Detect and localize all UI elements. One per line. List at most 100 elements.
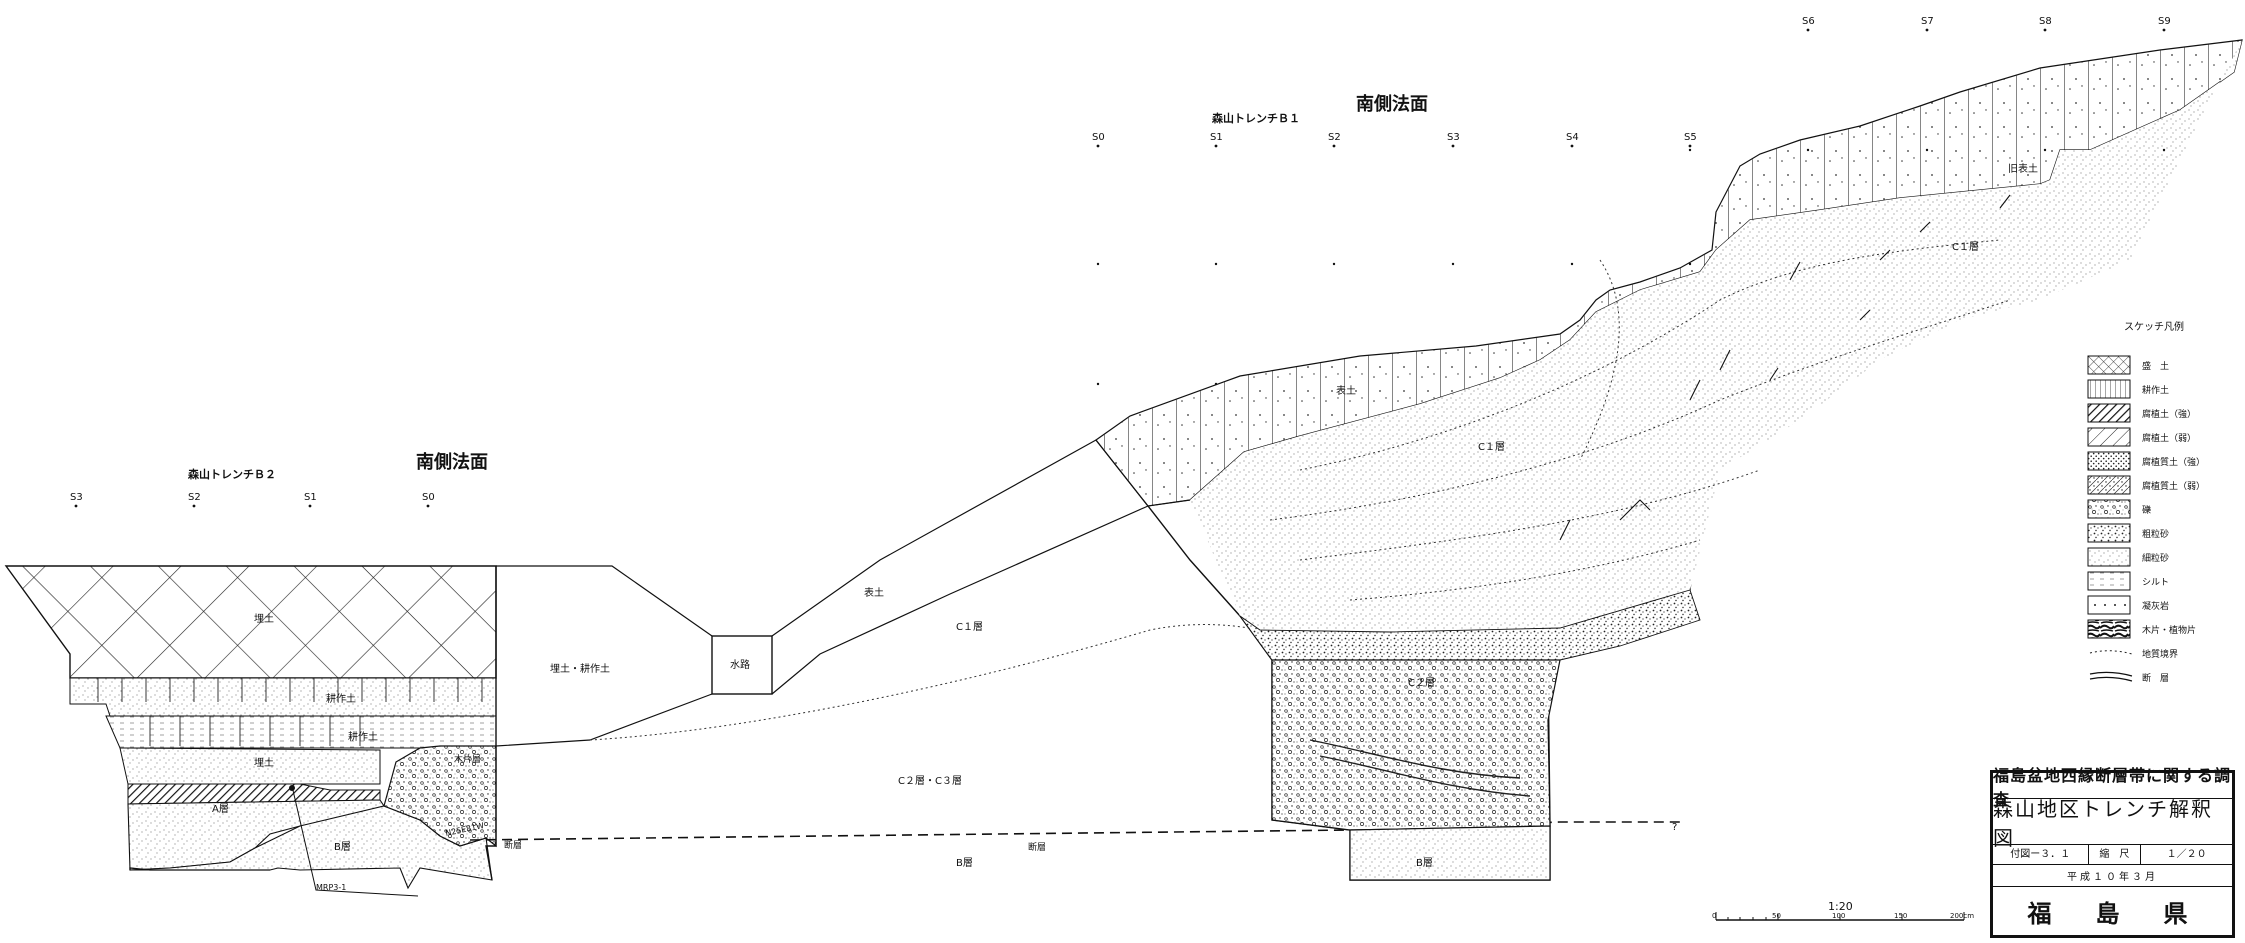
station-dot (426, 504, 430, 508)
legend-swatch (2087, 571, 2131, 591)
legend-label: 腐植土（弱） (2142, 432, 2196, 444)
legend-item: 腐植土（弱） (2087, 427, 2196, 447)
station-dot (1332, 144, 1336, 148)
legend-item: 凝灰岩 (2087, 595, 2169, 615)
scale-bar: 1:20 0 50 100 150 200cm (1712, 900, 1974, 921)
station-dot (1214, 144, 1218, 148)
legend-swatch (2087, 403, 2131, 423)
station-label: S2 (1328, 132, 1341, 143)
station-label: S4 (1566, 132, 1579, 143)
layer-label: 埋土・耕作土 (550, 662, 610, 675)
legend-label: 断 層 (2142, 672, 2169, 684)
trench-b2-section (4, 565, 497, 897)
station-dot (1925, 28, 1929, 32)
station-dot (74, 504, 78, 508)
legend-label: 木片・植物片 (2142, 624, 2196, 636)
survey-point (1688, 262, 1692, 266)
layer-label: 埋土 (254, 612, 274, 625)
layer-label: C１層 (1952, 241, 1979, 253)
sketch-legend: スケッチ凡例 盛 土耕作土腐植土（強）腐植土（弱）腐植質土（強）腐植質土（弱）礫… (2087, 320, 2205, 684)
legend-item: 腐植質土（弱） (2087, 475, 2205, 495)
trench-b2-name: 森山トレンチＢ２ (188, 467, 276, 481)
heading-b1: 南側法面 (1356, 93, 1428, 115)
scale-tick-label: 50 (1772, 912, 1781, 920)
legend-label: 地質境界 (2142, 648, 2178, 660)
survey-point (1570, 262, 1574, 266)
sample-label: MRP3-1 (316, 883, 346, 892)
layer-b-pit-unit (1349, 825, 1551, 881)
legend-item: 細粒砂 (2087, 547, 2169, 567)
station-dot (192, 504, 196, 508)
waterway-box (711, 635, 773, 695)
layer-label: 木片層 (454, 753, 481, 765)
survey-point (1214, 262, 1218, 266)
survey-point (1332, 262, 1336, 266)
legend-label: 凝灰岩 (2142, 600, 2169, 612)
figure-number: 付図ー３．１ (1993, 845, 2089, 864)
layer-label: 耕作土 (326, 692, 356, 705)
layer-label: B層 (334, 841, 351, 853)
station-label: S1 (304, 492, 317, 503)
legend-swatch (2089, 671, 2133, 682)
tilled-soil-band-lower (105, 715, 497, 749)
legend-item: シルト (2087, 571, 2169, 591)
legend-swatch (2087, 595, 2131, 615)
legend-swatch (2087, 523, 2131, 543)
heading-b2: 南側法面 (416, 451, 488, 473)
legend-label: 粗粒砂 (2142, 528, 2169, 540)
station-dot (1688, 144, 1692, 148)
legend-item: 断 層 (2089, 671, 2169, 684)
date-row: 平成１０年３月 (1993, 865, 2232, 887)
legend-swatch (2087, 451, 2131, 471)
station-label: S0 (1092, 132, 1105, 143)
layer-label: 表土 (864, 586, 884, 599)
trench-b1-section (1095, 39, 2243, 881)
figure-info-row: 付図ー３．１ 縮 尺 １／２０ (1993, 845, 2232, 865)
survey-point (1096, 382, 1100, 386)
layer-label: C２層 (1408, 677, 1435, 689)
scale-tick-label: 0 (1712, 912, 1716, 920)
station-label: S8 (2039, 16, 2052, 27)
layer-label: B層 (956, 857, 973, 869)
drawing-title: 森山地区トレンチ解釈図 (1993, 797, 2232, 850)
scale-tick-label: 200cm (1950, 912, 1974, 920)
legend-item: 腐植質土（強） (2087, 451, 2205, 471)
section-labels: 南側法面 森山トレンチＢ１ 南側法面 森山トレンチＢ２ 埋土 耕作土 耕作土 埋… (188, 93, 2038, 892)
scale-value: １／２０ (2166, 849, 2207, 860)
legend-item: 礫 (2087, 499, 2151, 519)
title-block: 福島盆地西縁断層帯に関する調査 森山地区トレンチ解釈図 付図ー３．１ 縮 尺 １… (1990, 766, 2235, 938)
station-label: S0 (422, 492, 435, 503)
station-dot (1570, 144, 1574, 148)
survey-point (1096, 262, 1100, 266)
station-dot (2043, 28, 2047, 32)
layer-label: 表土 (1336, 384, 1356, 397)
legend-label: 腐植質土（強） (2142, 456, 2205, 468)
survey-point (1925, 148, 1929, 152)
layer-label: B層 (1416, 857, 1433, 869)
scale-caption: 縮 尺 (2089, 845, 2142, 864)
legend-label: シルト (2142, 578, 2169, 588)
c1-unit (1190, 40, 2242, 632)
layer-label: A層 (212, 803, 229, 815)
layer-label: 埋土 (254, 756, 274, 769)
uncertain-mark: ? (1672, 822, 1677, 833)
survey-point (2162, 148, 2166, 152)
legend-swatch (2087, 475, 2131, 495)
prefecture-name: 福 島 県 (2027, 899, 2198, 928)
station-dot (2162, 28, 2166, 32)
legend-item: 地質境界 (2089, 648, 2178, 660)
layer-label: C２層・C３層 (898, 775, 962, 787)
layer-label: C１層 (1478, 441, 1505, 453)
fault-label: 断層 (504, 839, 522, 851)
fill-unit (4, 565, 497, 679)
legend-item: 粗粒砂 (2087, 523, 2169, 543)
survey-point (2043, 148, 2047, 152)
legend-title: スケッチ凡例 (2124, 320, 2184, 333)
legend-swatch (2089, 650, 2133, 655)
station-dot (308, 504, 312, 508)
survey-point (1451, 262, 1455, 266)
legend-item: 盛 土 (2087, 355, 2169, 375)
layer-label: 耕作土 (348, 730, 378, 743)
station-label: S3 (70, 492, 83, 503)
